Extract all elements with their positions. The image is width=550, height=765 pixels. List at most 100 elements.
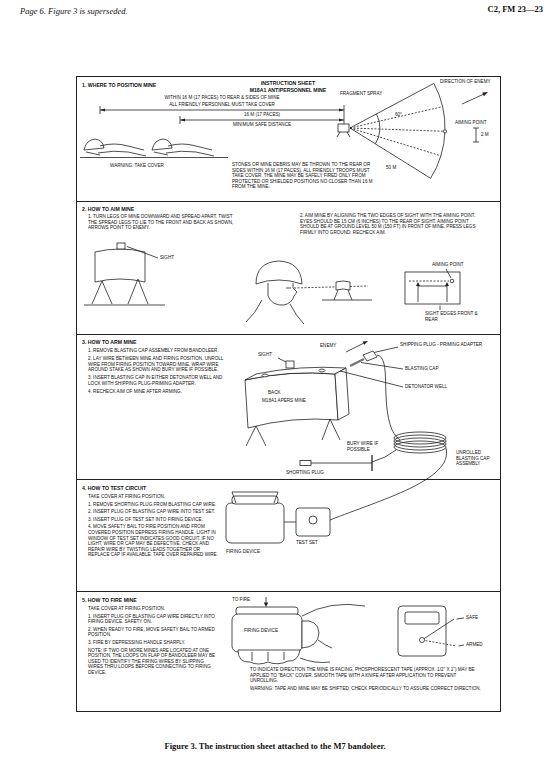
fragment-fan	[350, 107, 443, 128]
instruction-text: 3. FIRE BY DEPRESSING HANDLE SHARPLY.	[88, 640, 218, 646]
mine-armed	[245, 367, 346, 380]
mine-with-legs	[84, 243, 165, 305]
sight-detail	[440, 306, 441, 311]
prone-soldier	[166, 151, 214, 156]
prone-soldier	[152, 139, 214, 156]
prone-soldier	[84, 139, 146, 156]
step-heading: 2. HOW TO AIM MINE	[82, 206, 202, 212]
firing-hand	[300, 640, 332, 663]
callout-label: BLASTING CAP	[405, 366, 453, 372]
callout-label: DETONATOR WELL	[405, 384, 467, 390]
blasting-cap	[340, 371, 403, 387]
callout-label: AIMING POINT	[455, 120, 499, 126]
soldier-aiming	[294, 286, 368, 288]
firing-wire	[394, 441, 446, 453]
fragment-fan	[350, 83, 434, 128]
firing-hand	[302, 621, 319, 648]
mine-with-legs	[92, 279, 148, 304]
soldier-aiming	[334, 290, 352, 300]
instruction-text: TAKE COVER AT FIRING POSITION.	[88, 494, 218, 500]
instruction-text: 1. REMOVE SHORTING PLUG FROM BLASTING CA…	[88, 502, 218, 508]
fragment-fan	[350, 128, 441, 156]
dimension-label: 16 M (17 PACES)	[217, 112, 307, 118]
fragment-fan	[350, 83, 488, 178]
sheet-title: INSTRUCTION SHEET	[213, 80, 363, 86]
instruction-text: 4. RECHECK AIM OF MINE AFTER ARMING.	[88, 389, 228, 395]
blasting-cap	[374, 347, 398, 353]
mine-marking: M18A1 APERS MINE	[262, 398, 324, 404]
callout-label: AIMING POINT	[432, 262, 476, 268]
dimension-label: 50 M	[386, 165, 404, 171]
dimension-label: MINIMUM SAFE DISTANCE	[217, 122, 307, 128]
mine-with-legs	[84, 305, 165, 306]
device-marking: FIRING DEVICE	[244, 628, 294, 634]
page-note: Page 6. Figure 3 is superseded.	[20, 6, 240, 16]
dimension-line	[339, 108, 344, 111]
firing-hand	[232, 597, 365, 664]
firing-hand	[252, 652, 284, 661]
figure-caption: Figure 3. The instruction sheet attached…	[40, 741, 510, 751]
test-set	[232, 492, 278, 503]
soldier-aiming	[256, 261, 302, 284]
instruction-panel: 5. HOW TO FIRE MINETAKE COVER AT FIRING …	[77, 591, 500, 711]
prone-soldier	[84, 139, 104, 150]
instruction-text: 3. INSERT PLUG OF TEST SET INTO FIRING D…	[88, 517, 218, 523]
sight-detail	[405, 272, 460, 304]
instruction-panel: 3. HOW TO ARM MINE1. REMOVE BLASTING CAP…	[77, 334, 500, 479]
instruction-text: NOTE: IF TWO OR MORE MINES ARE LOCATED A…	[88, 648, 218, 676]
callout-label: ARMED	[466, 642, 492, 648]
callout-label: FRAGMENT SPRAY	[340, 91, 390, 97]
sight-detail	[446, 269, 451, 278]
soldier-aiming	[268, 283, 297, 305]
firing-wire	[300, 461, 311, 466]
fragment-fan	[375, 114, 380, 144]
ground-line	[80, 157, 228, 158]
mine-with-legs	[95, 249, 145, 282]
soldier-aiming	[336, 281, 350, 290]
instruction-text: 2. WHEN READY TO FIRE, MOVE SAFETY BAIL …	[88, 627, 218, 638]
instruction-text: 2. INSERT PLUG OF BLASTING CAP WIRE INTO…	[88, 509, 218, 515]
blasting-cap	[361, 363, 403, 370]
firing-hand	[264, 603, 268, 608]
callout-label: ENEMY	[320, 343, 344, 349]
callout-label: TEST SET	[296, 540, 336, 546]
callout-label: UNROLLED BLASTING CAP ASSEMBLY	[456, 450, 499, 467]
instruction-text: STONES OR MINE DEBRIS MAY BE THROWN TO T…	[232, 162, 382, 190]
fragment-fan	[462, 94, 484, 104]
firing-hand	[232, 614, 302, 652]
test-set	[284, 522, 296, 523]
safety-bail-detail	[405, 612, 439, 624]
dimension-line	[180, 120, 344, 121]
safety-bail-detail	[459, 645, 465, 646]
sight-detail	[416, 282, 449, 286]
prone-soldier	[154, 152, 168, 155]
dimension-line	[100, 110, 344, 111]
angle-label: 60°	[395, 112, 409, 118]
instruction-text: 4. MOVE SAFETY BAIL TO FIRE POSITION AND…	[88, 524, 218, 558]
soldier-aiming	[246, 261, 372, 324]
mine-armed	[319, 369, 325, 372]
mine-symbol	[338, 124, 349, 132]
firing-wire	[300, 355, 447, 520]
firing-wire	[372, 450, 396, 462]
instruction-text: 2. LAY WIRE BETWEEN MINE AND FIRING POSI…	[88, 356, 228, 373]
callout-label: BURY WIRE IF POSSIBLE	[347, 441, 383, 452]
prone-soldier	[100, 144, 144, 150]
fragment-fan	[482, 92, 488, 96]
safety-bail-detail	[422, 640, 456, 646]
firing-wire	[311, 463, 372, 464]
mine-marking: BACK	[268, 390, 298, 396]
callout-label: DIRECTION OF ENEMY	[440, 79, 498, 85]
mine-armed	[278, 358, 286, 362]
dimension-label: WITHIN 16 M (17 PACES) TO REAR & SIDES O…	[142, 95, 302, 101]
test-set	[232, 496, 278, 504]
prone-soldier	[98, 151, 146, 156]
instruction-panel: 4. HOW TO TEST CIRCUITTAKE COVER AT FIRI…	[77, 479, 500, 591]
safety-bail-detail	[398, 606, 446, 656]
blasting-cap	[340, 347, 403, 387]
fragment-fan	[350, 128, 445, 131]
fragment-fan	[476, 128, 477, 142]
mine-armed	[335, 368, 349, 420]
step-heading: 1. WHERE TO POSITION MINE	[82, 82, 202, 88]
